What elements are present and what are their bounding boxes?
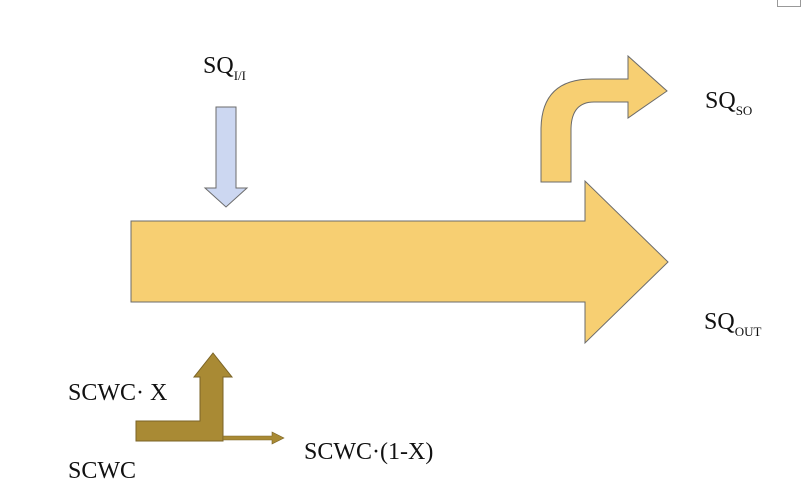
main-flow-arrow [130,179,669,345]
label-scwc-x: SCWC· X [68,380,168,406]
label-scwc-remainder: SCWC·(1-X) [304,439,434,465]
label-scwc: SCWC [68,458,137,484]
label-sq-out: SQOUT [704,309,762,339]
scwc-split-arrow [135,352,234,442]
corner-frame [777,0,801,7]
infiltration-arrow [203,106,249,208]
side-outflow-arrow [540,54,668,183]
label-sq-ii: SQI/I [203,53,246,83]
scwc-remainder-arrow [222,431,285,445]
label-sq-so: SQSO [705,88,753,118]
